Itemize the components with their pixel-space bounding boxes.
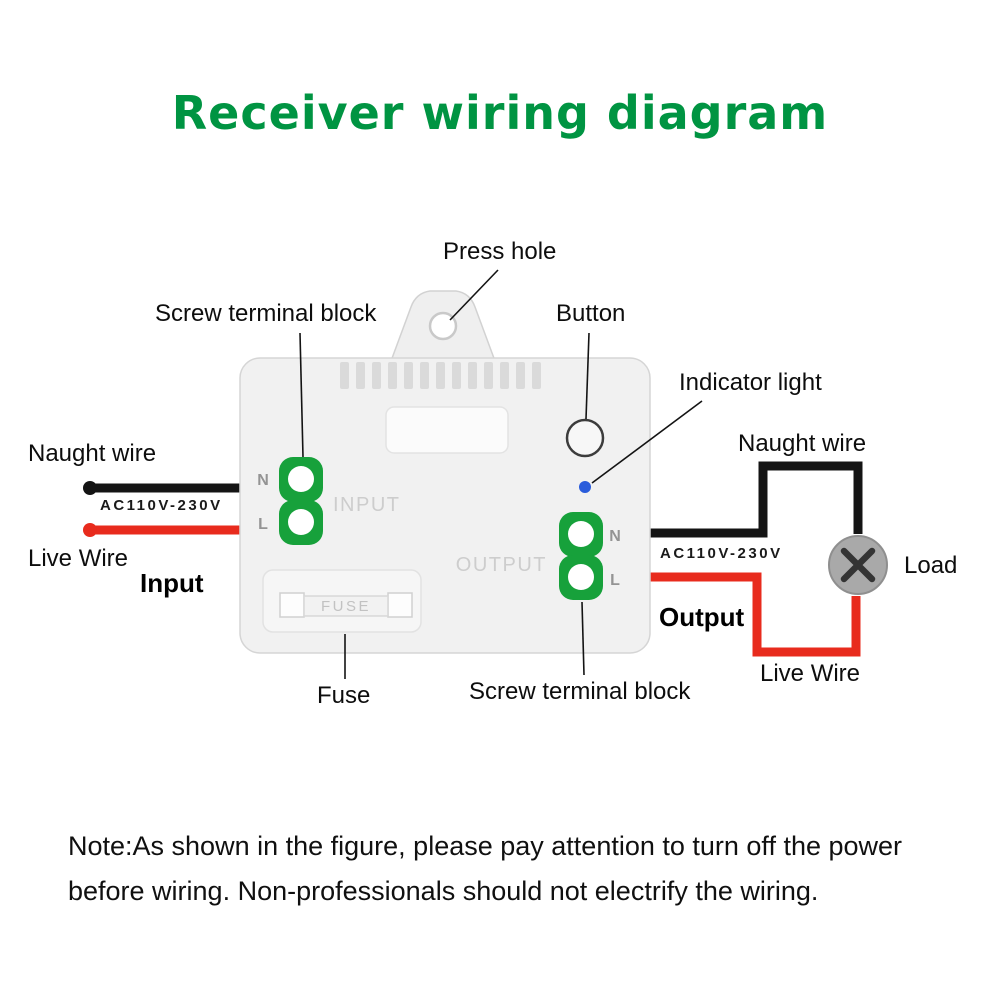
- leader-lines: [299, 269, 703, 679]
- output-l-label: L: [610, 572, 620, 589]
- load-symbol: [828, 535, 888, 595]
- wires: [83, 461, 888, 657]
- label-live-wire-left: Live Wire: [28, 545, 129, 572]
- leader-button: [585, 332, 590, 420]
- leader-press-hole: [449, 269, 499, 321]
- live-wire-right-line: [642, 572, 861, 657]
- label-input-heading: Input: [140, 568, 204, 598]
- output-print: OUTPUT: [456, 554, 547, 576]
- input-print: INPUT: [333, 494, 401, 516]
- receiver-device: N L INPUT OUTPUT N L FUSE: [239, 290, 651, 654]
- leader-indicator-light: [591, 400, 703, 484]
- fuse-print: FUSE: [321, 598, 371, 615]
- label-ac-voltage-right: AC110V-230V: [660, 545, 783, 562]
- live-wire-left-end-dot: [83, 523, 97, 537]
- note-line-1: Note:As shown in the figure, please pay …: [68, 831, 903, 861]
- leader-screw-terminal-bottom: [581, 601, 585, 676]
- input-l-label: L: [258, 516, 268, 533]
- label-fuse: Fuse: [317, 682, 371, 709]
- output-terminal-block[interactable]: [559, 512, 603, 600]
- note-text: Note:As shown in the figure, please pay …: [68, 824, 948, 914]
- label-screw-terminal-bottom: Screw terminal block: [469, 678, 691, 705]
- naught-wire-left-end-dot: [83, 481, 97, 495]
- label-recess: [385, 406, 509, 454]
- label-load: Load: [904, 552, 958, 579]
- page-title: Receiver wiring diagram: [171, 86, 829, 140]
- label-naught-wire-right: Naught wire: [738, 430, 867, 457]
- indicator-light-dot: [579, 481, 591, 493]
- output-n-label: N: [609, 528, 621, 545]
- button-circle[interactable]: [565, 418, 605, 458]
- label-button: Button: [556, 300, 626, 327]
- input-n-label: N: [257, 472, 269, 489]
- label-live-wire-right: Live Wire: [760, 660, 861, 687]
- naught-wire-right-line: [642, 461, 863, 538]
- label-press-hole: Press hole: [443, 238, 557, 265]
- label-naught-wire-left: Naught wire: [28, 440, 157, 467]
- vent-slots: [340, 362, 541, 389]
- label-ac-voltage-left: AC110V-230V: [100, 497, 223, 514]
- load-x-icon: [840, 547, 876, 583]
- label-output-heading: Output: [659, 602, 745, 632]
- label-indicator-light: Indicator light: [679, 369, 822, 396]
- label-screw-terminal-top: Screw terminal block: [155, 300, 377, 327]
- leader-screw-terminal-top: [299, 332, 304, 458]
- note-line-2: before wiring. Non-professionals should …: [68, 876, 819, 906]
- fuse-assembly: FUSE: [262, 569, 422, 633]
- input-terminal-block[interactable]: [279, 457, 323, 545]
